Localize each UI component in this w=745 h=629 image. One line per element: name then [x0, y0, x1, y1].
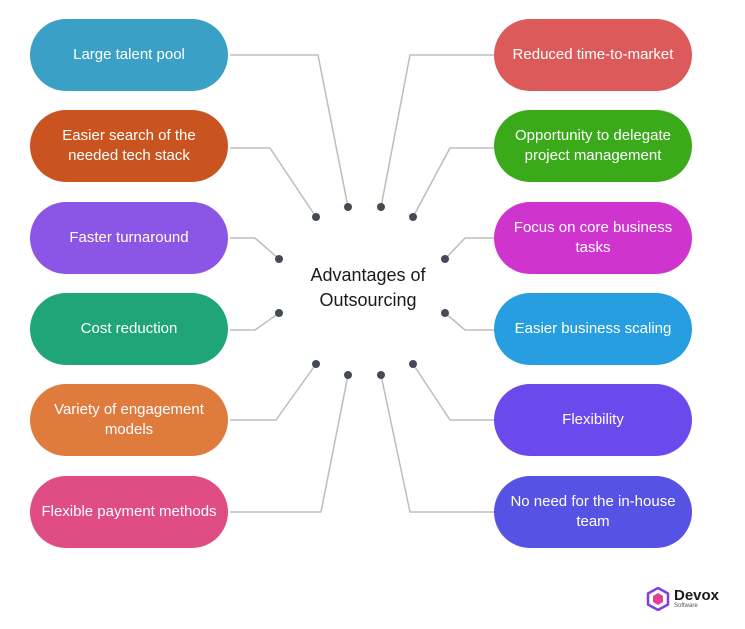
pill-label: Opportunity to delegate project manageme… — [515, 127, 671, 164]
connector-line — [230, 147, 317, 218]
connector-line — [230, 237, 280, 260]
pill-variety-engagement-models: Variety of engagement models — [30, 384, 228, 456]
pill-label: Faster turnaround — [69, 229, 189, 246]
pill-label: Flexible payment methods — [41, 503, 217, 520]
connector-dot — [441, 309, 449, 317]
connector-line — [444, 312, 494, 331]
pill-label: Easier search of the needed tech stack — [62, 127, 196, 164]
connector-dot — [409, 360, 417, 368]
pill-reduced-time-to-market: Reduced time-to-market — [494, 19, 692, 91]
connector-line — [230, 374, 349, 513]
devox-logo-icon — [646, 587, 670, 611]
connector-line — [230, 363, 317, 421]
pill-label: Large talent pool — [73, 46, 185, 63]
pill-cost-reduction: Cost reduction — [30, 293, 228, 365]
connector-dot — [344, 203, 352, 211]
connector-dot — [312, 360, 320, 368]
connector-dot — [441, 255, 449, 263]
connector-line — [230, 312, 280, 331]
pill-flexibility: Flexibility — [494, 384, 692, 456]
connector-dot — [344, 371, 352, 379]
connector-line — [412, 147, 494, 218]
devox-logo: Devox Software — [646, 586, 726, 612]
connector-dot — [275, 309, 283, 317]
pill-focus-core-business: Focus on core business tasks — [494, 202, 692, 274]
pill-large-talent-pool: Large talent pool — [30, 19, 228, 91]
connector-dot — [377, 203, 385, 211]
connector-line — [380, 54, 494, 208]
pill-label: No need for the in-house team — [510, 493, 676, 530]
logo-subtitle: Software — [674, 603, 698, 609]
connector-line — [380, 374, 494, 513]
center-title: Advantages of Outsourcing — [310, 265, 426, 310]
pill-no-in-house-team: No need for the in-house team — [494, 476, 692, 548]
connector-line — [230, 54, 349, 208]
connector-dot — [377, 371, 385, 379]
pill-label: Focus on core business tasks — [513, 219, 673, 256]
connector-dot — [312, 213, 320, 221]
pill-label: Flexibility — [562, 411, 624, 428]
pill-label: Cost reduction — [80, 320, 178, 337]
logo-name: Devox — [674, 587, 720, 604]
pill-easier-business-scaling: Easier business scaling — [494, 293, 692, 365]
pill-flexible-payment-methods: Flexible payment methods — [30, 476, 228, 548]
pill-label: Variety of engagement models — [54, 401, 204, 438]
pill-label: Easier business scaling — [514, 320, 672, 337]
connector-dot — [409, 213, 417, 221]
pill-label: Reduced time-to-market — [512, 46, 674, 63]
pill-faster-turnaround: Faster turnaround — [30, 202, 228, 274]
pill-delegate-project-management: Opportunity to delegate project manageme… — [494, 110, 692, 182]
connector-line — [444, 237, 494, 260]
pill-easier-search-tech-stack: Easier search of the needed tech stack — [30, 110, 228, 182]
connector-dot — [275, 255, 283, 263]
connector-line — [412, 363, 494, 421]
